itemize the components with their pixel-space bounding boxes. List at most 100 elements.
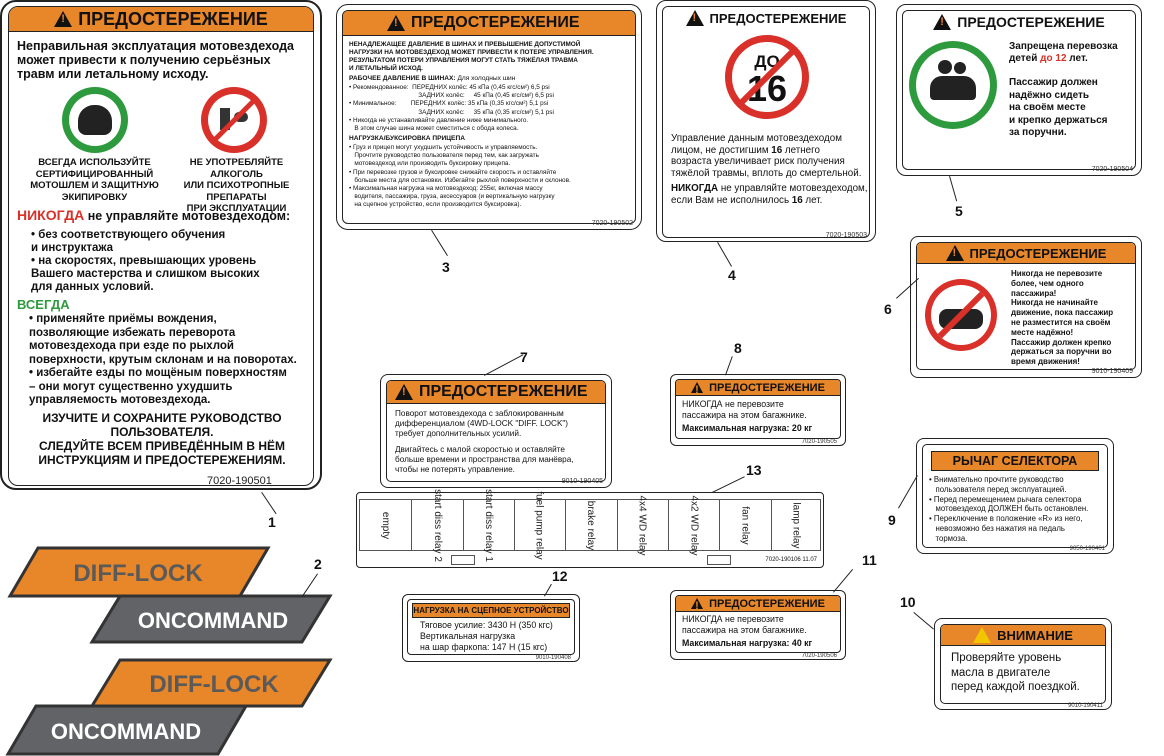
text2-part-d: лет. xyxy=(802,194,823,206)
text2-part-b: не управляйте мотовездеходом, если Вам н… xyxy=(671,183,868,206)
text1: Запрещена перевозка детей xyxy=(1009,41,1118,64)
warning-triangle-icon xyxy=(54,11,73,27)
leader-line-8 xyxy=(725,356,733,376)
label-3-pressure-title: РАБОЧЕЕ ДАВЛЕНИЕ В ШИНАХ: Для холодных ш… xyxy=(349,75,515,82)
callout-12: 12 xyxy=(552,568,568,584)
callout-13: 13 xyxy=(746,462,762,478)
label-3-code: 7020-190502 xyxy=(591,220,633,227)
label-10-oil-check: ВНИМАНИЕ Проверяйте уровень масла в двиг… xyxy=(934,618,1112,710)
label-1-intro: Неправильная эксплуатация мотовездехода … xyxy=(17,39,295,81)
relay-cell: empty xyxy=(360,500,413,550)
callout-1: 1 xyxy=(268,514,276,530)
label-5-children: ПРЕДОСТЕРЕЖЕНИЕ Запрещена перевозка дете… xyxy=(896,4,1142,176)
label-6-text: Никогда не перевозите более, чем одного … xyxy=(1011,269,1114,367)
relay-cell: lamp relay xyxy=(771,500,822,550)
relay-label: 4x4 WD relay xyxy=(636,494,648,556)
label-11-line1: НИКОГДА не перевозите пассажира на этом … xyxy=(682,614,807,635)
callout-10: 10 xyxy=(900,594,916,610)
text1-part-c: летнего возраста увеличивает риск получе… xyxy=(671,144,862,179)
warning-triangle-icon xyxy=(933,14,952,30)
caution-triangle-icon xyxy=(973,627,992,643)
header-text: ПРЕДОСТЕРЕЖЕНИЕ xyxy=(969,245,1107,261)
tab-left xyxy=(451,555,475,565)
label-3-lead: НЕНАДЛЕЖАЩЕЕ ДАВЛЕНИЕ В ШИНАХ И ПРЕВЫШЕН… xyxy=(349,41,594,72)
label-3-load-title: НАГРУЗКА/БУКСИРОВКА ПРИЦЕПА xyxy=(349,135,465,142)
header-text: ПРЕДОСТЕРЕЖЕНИЕ xyxy=(709,381,825,394)
never-rest: не управляйте мотовездеходом: xyxy=(84,209,291,223)
relay-cell: brake relay xyxy=(565,500,618,550)
no-under-16-icon: ДО 16 xyxy=(725,35,809,119)
label-9-selector-lever: РЫЧАГ СЕЛЕКТОРА • Внимательно прочтите р… xyxy=(916,438,1114,554)
label-8-code: 7020-190505 xyxy=(801,439,837,445)
label-4-text2: НИКОГДА не управляйте мотовездеходом, ес… xyxy=(671,183,868,206)
callout-5: 5 xyxy=(955,203,963,219)
label-12-code: 9010-190408 xyxy=(535,655,571,661)
no-alcohol-icon xyxy=(201,87,267,153)
label-9-text: • Внимательно прочтите руководство польз… xyxy=(929,475,1089,543)
relay-cell: 4x2 WD relay xyxy=(668,495,721,555)
never-word: НИКОГДА xyxy=(17,207,85,223)
oncommand-text-1: ONCOMMAND xyxy=(138,608,288,633)
warning-triangle-icon xyxy=(387,15,405,31)
no-extra-passenger-icon xyxy=(925,279,997,351)
label-3-pressure-lines: • Рекомендованное: ПЕРЕДНИХ колёс: 45 кП… xyxy=(349,84,554,133)
header-text: ПРЕДОСТЕРЕЖЕНИЕ xyxy=(709,597,825,610)
oncommand-badge-1 xyxy=(89,594,333,644)
relay-label: lamp relay xyxy=(790,501,802,549)
relay-label: fan relay xyxy=(739,505,751,545)
leader-line-1 xyxy=(261,492,277,515)
label-11-code: 7020-190506 xyxy=(801,653,837,659)
label-4-header: ПРЕДОСТЕРЕЖЕНИЕ xyxy=(663,7,869,29)
header-text: ВНИМАНИЕ xyxy=(997,627,1073,643)
label-1-never-line: НИКОГДА не управляйте мотовездеходом: xyxy=(17,207,290,223)
relay-label: brake relay xyxy=(585,500,597,550)
leader-line-11 xyxy=(833,569,854,593)
leader-line-4 xyxy=(717,242,732,267)
relay-label: start diss relay 1 xyxy=(482,488,494,562)
text2-never: НИКОГДА xyxy=(671,183,719,194)
pressure-note: Для холодных шин xyxy=(455,75,516,82)
relay-cell: fuel pump relay xyxy=(514,491,567,559)
helmet-icon xyxy=(62,87,128,153)
label-4-code: 7020-190503 xyxy=(825,232,867,239)
label-12-text: Тяговое усилие: 3430 Н (350 кгс) Вертика… xyxy=(420,620,553,652)
callout-6: 6 xyxy=(884,301,892,317)
label-1-icon1-caption: ВСЕГДА ИСПОЛЬЗУЙТЕ СЕРТИФИЦИРОВАННЫЙ МОТ… xyxy=(30,157,159,203)
label-3-load-lines: • Груз и прицеп могут ухудшить устойчиво… xyxy=(349,144,571,209)
label-4-age-16: ПРЕДОСТЕРЕЖЕНИЕ ДО 16 Управление данным … xyxy=(656,0,876,242)
tab-right xyxy=(707,555,731,565)
label-2-diff-lock-set: DIFF-LOCK ONCOMMAND DIFF-LOCK ONCOMMAND xyxy=(5,546,333,756)
label-3-tire-pressure: ПРЕДОСТЕРЕЖЕНИЕ НЕНАДЛЕЖАЩЕЕ ДАВЛЕНИЕ В … xyxy=(336,4,642,230)
label-11-line2: Максимальная нагрузка: 40 кг xyxy=(682,638,813,648)
warning-triangle-icon xyxy=(395,384,413,400)
text1-age: до 12 xyxy=(1040,53,1067,64)
label-10-code: 9010-190411 xyxy=(1068,703,1103,709)
leader-line-9 xyxy=(898,475,918,509)
label-7-code: 9010-190405 xyxy=(561,478,603,485)
warning-triangle-icon xyxy=(691,598,704,612)
label-5-header: ПРЕДОСТЕРЕЖЕНИЕ xyxy=(903,11,1135,33)
callout-3: 3 xyxy=(442,259,450,275)
header-text: ПРЕДОСТЕРЕЖЕНИЕ xyxy=(411,14,580,31)
leader-line-3 xyxy=(431,230,448,256)
label-10-header: ВНИМАНИЕ xyxy=(941,625,1105,646)
relay-label: empty xyxy=(380,511,392,539)
label-10-text: Проверяйте уровень масла в двигателе пер… xyxy=(951,652,1080,693)
label-6-code: 9010-190409 xyxy=(1091,368,1133,375)
leader-line-7 xyxy=(484,354,524,376)
text1-age: 16 xyxy=(771,144,783,156)
label-11-rack-40kg: ПРЕДОСТЕРЕЖЕНИЕ НИКОГДА не перевозите па… xyxy=(670,590,846,660)
relay-cell: start diss relay 2 xyxy=(411,489,464,561)
label-4-text1: Управление данным мотовездеходом лицом, … xyxy=(671,133,861,179)
relay-label: fuel pump relay xyxy=(534,490,546,560)
label-7-p1: Поворот мотовездехода с заблокированным … xyxy=(395,409,569,438)
label-5-text2: Пассажир должен надёжно сидеть на своём … xyxy=(1009,77,1108,138)
oncommand-badge-2 xyxy=(5,704,249,756)
label-5-code: 7020-190504 xyxy=(1091,166,1133,173)
label-6-one-passenger: ПРЕДОСТЕРЕЖЕНИЕ Никогда не перевозите бо… xyxy=(910,236,1142,378)
label-1-always-items: • применяйте приёмы вождения, позволяющи… xyxy=(29,313,297,406)
passenger-allowed-icon xyxy=(909,41,997,129)
text1-part-a: Управление данным мотовездеходом лицом, … xyxy=(671,133,842,156)
diff-lock-text-1: DIFF-LOCK xyxy=(73,560,203,587)
label-1-warning: ПРЕДОСТЕРЕЖЕНИЕ Неправильная эксплуатаци… xyxy=(0,0,322,490)
